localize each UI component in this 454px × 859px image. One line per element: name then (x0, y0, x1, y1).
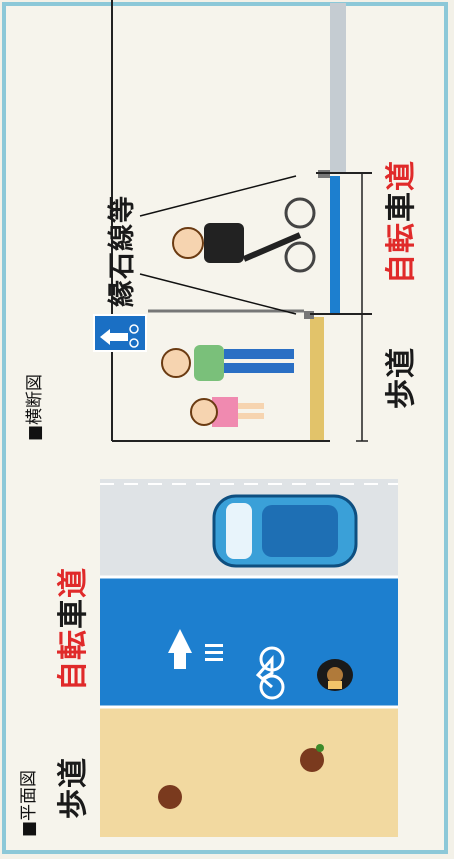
plan-sidewalk (100, 707, 398, 837)
pedestrian-icon (190, 397, 264, 427)
section-sidewalk-label: 歩道 (384, 347, 419, 409)
leader-line (139, 273, 297, 315)
plan-sidewalk-label: 歩道 (56, 757, 91, 819)
plan-bike-lane-label-part: 転 (56, 629, 91, 660)
pedestrian-icon (161, 345, 294, 381)
plan-view-title: ■平面図 (19, 769, 39, 837)
section-bike-lane (330, 176, 340, 314)
section-bike-lane-label-part: 自 (384, 253, 419, 284)
section-sidewalk (310, 317, 324, 441)
plan-bike-lane-label-part: 車 (56, 598, 91, 629)
section-road (330, 3, 346, 173)
section-bike-lane-label-part: 道 (384, 160, 419, 191)
cross-section-title: ■横断図 (25, 373, 45, 441)
section-bike-lane-label-part: 車 (384, 191, 419, 222)
plan-bike-lane-label-part: 道 (56, 567, 91, 598)
tree-icon (300, 744, 324, 772)
section-bike-lane-label-part: 転 (384, 222, 419, 253)
lane-arrow-icon (168, 629, 223, 669)
leader-line (139, 175, 297, 217)
section-bike-lane-label: 自転車道 (376, 160, 420, 284)
tree-icon (158, 785, 182, 809)
curb-label: 縁石線等 (107, 195, 138, 307)
cyclist-icon (317, 659, 353, 691)
bicycle-marking-icon (255, 646, 285, 700)
car-icon (212, 494, 358, 568)
cyclist-icon (172, 197, 316, 273)
plan-bike-lane-label-part: 自 (56, 660, 91, 691)
plan-bike-lane (100, 577, 398, 707)
bicycle-sign-icon (93, 314, 147, 352)
plan-bike-lane-label: 自転車道 (48, 567, 92, 691)
